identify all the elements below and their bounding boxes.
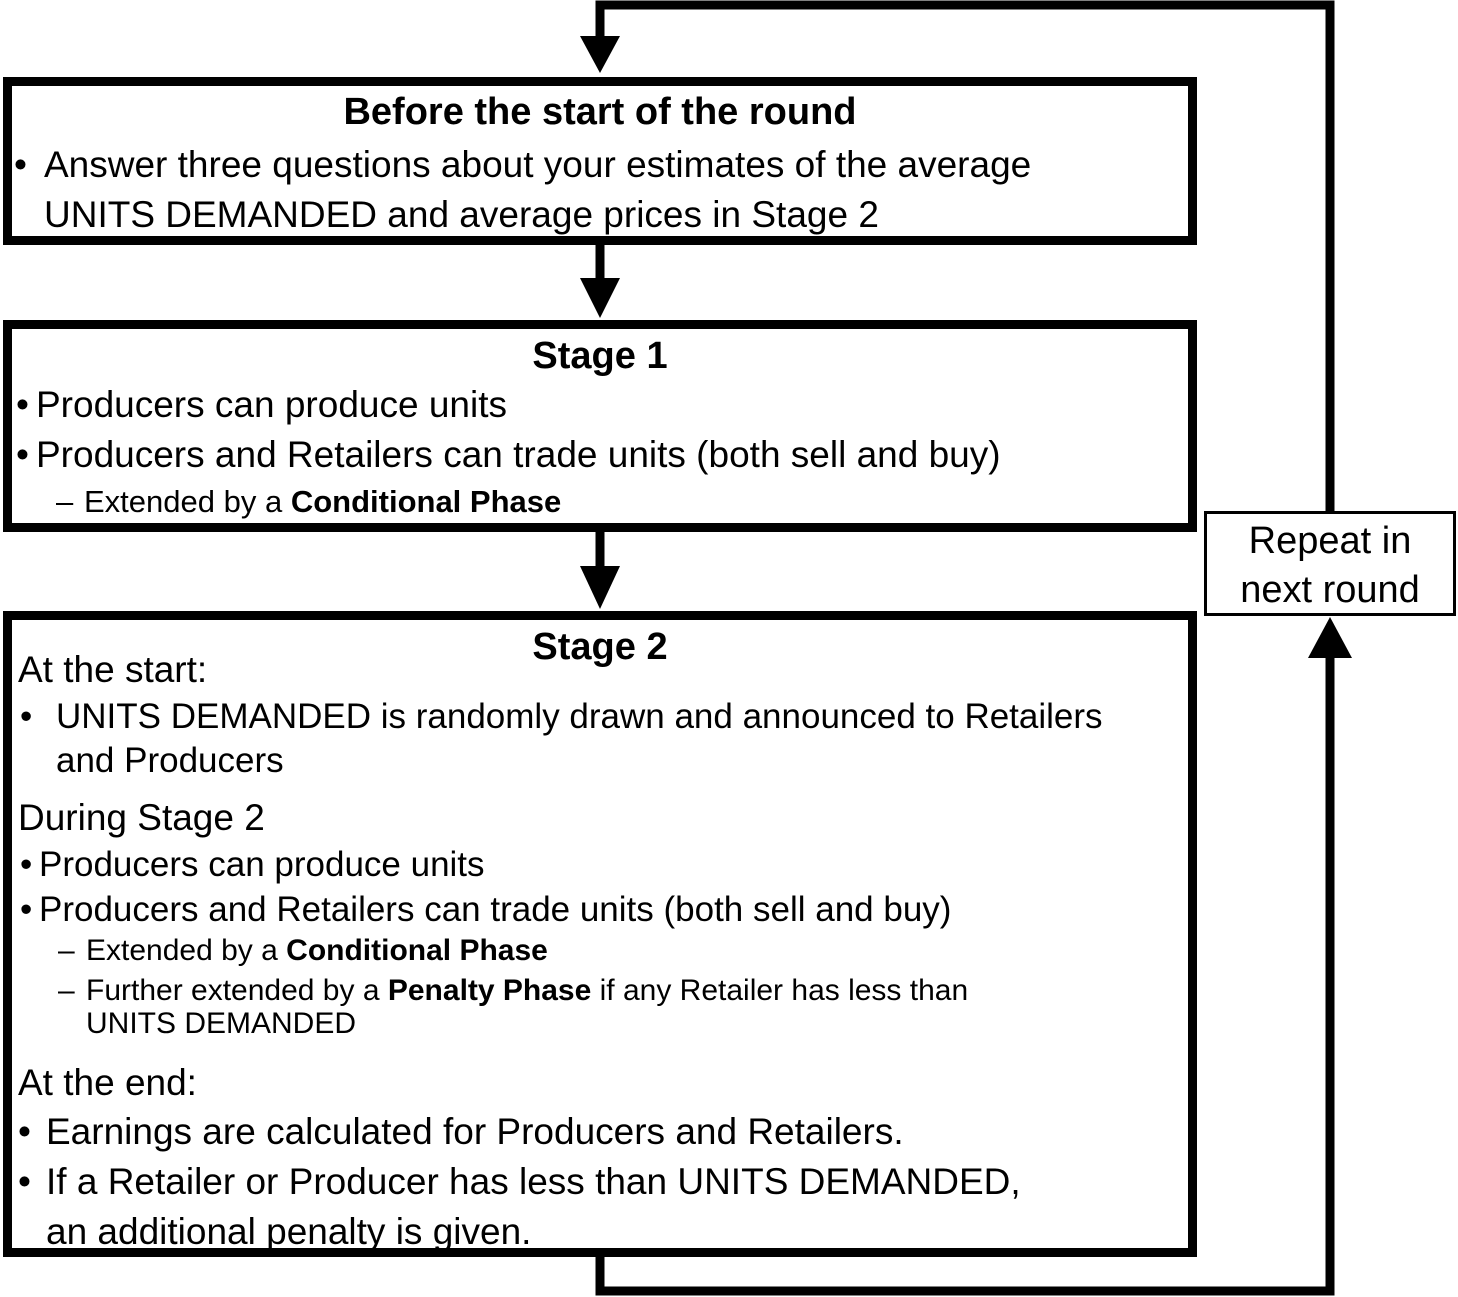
repeat-box: Repeat in next round [1204, 511, 1456, 616]
loop-line-top [595, 0, 1335, 511]
box-stage-2-start-line1: UNITS DEMANDED is randomly drawn and ann… [56, 697, 1103, 736]
repeat-box-line1: Repeat in [1248, 520, 1412, 562]
box-before-round-title: Before the start of the round [343, 91, 857, 133]
box-stage-1-bullet2-dot: • [16, 434, 29, 475]
box-stage-2-sub2: Further extended by a Penalty Phase if a… [86, 974, 969, 1007]
box-stage-1-bullet1-dot: • [16, 384, 29, 425]
box-before-round-bullet: • [14, 144, 27, 185]
box-stage-2-title: Stage 2 [532, 626, 668, 668]
box-stage-2-start-dot: • [20, 697, 33, 736]
box-stage-2-during-bullet2-dot: • [20, 890, 33, 929]
arrowhead-into-box1 [580, 36, 620, 73]
box-stage-2-during-heading: During Stage 2 [18, 797, 265, 838]
box-stage-1-sub: Extended by a Conditional Phase [84, 484, 562, 519]
repeat-box-line2: next round [1240, 569, 1420, 611]
box-stage-2-sub2-line2: UNITS DEMANDED [86, 1007, 357, 1040]
penalty-phase-label: Penalty Phase [387, 974, 592, 1007]
box-stage-2-end-bullet2-line2: an additional penalty is given. [46, 1211, 532, 1252]
box-stage-2-sub2-dash: – [58, 974, 75, 1007]
box-stage-2-during-bullet1: Producers can produce units [39, 845, 485, 884]
box-before-round-line2: UNITS DEMANDED and average prices in Sta… [44, 194, 879, 235]
conditional-phase-label: Conditional Phase [290, 484, 562, 519]
box-stage-2-sub1-dash: – [58, 934, 75, 967]
box-stage-1 [3, 320, 1197, 532]
box-stage-1-title: Stage 1 [532, 335, 668, 377]
arrowhead-into-box3 [580, 566, 620, 609]
box-stage-2-end-bullet1: Earnings are calculated for Producers an… [46, 1111, 904, 1152]
conditional-phase-label: Conditional Phase [286, 934, 548, 967]
arrowhead-into-box2 [580, 278, 620, 318]
box-before-round [3, 77, 1197, 245]
box-stage-2-start-line2: and Producers [56, 741, 284, 780]
box-stage-2-end-bullet2-dot: • [18, 1161, 31, 1202]
box-stage-2-during-bullet1-dot: • [20, 845, 33, 884]
box-stage-2-end-bullet1-dot: • [18, 1111, 31, 1152]
box-stage-2 [3, 611, 1197, 1257]
box-before-round-line1: Answer three questions about your estima… [44, 144, 1032, 185]
box-stage-2-start-heading: At the start: [18, 649, 208, 690]
arrowhead-into-repeat [1308, 617, 1352, 658]
box-stage-1-bullet2: Producers and Retailers can trade units … [36, 434, 1001, 475]
box-stage-2-sub1: Extended by a Conditional Phase [86, 934, 548, 967]
box-stage-2-during-bullet2: Producers and Retailers can trade units … [39, 890, 952, 929]
box-stage-2-end-bullet2-line1: If a Retailer or Producer has less than … [46, 1161, 1021, 1202]
box-stage-2-end-heading: At the end: [18, 1062, 197, 1103]
box-stage-1-bullet1: Producers can produce units [36, 384, 507, 425]
loop-line-bottom [595, 656, 1335, 1296]
box-stage-1-sub-dash: – [56, 484, 74, 519]
